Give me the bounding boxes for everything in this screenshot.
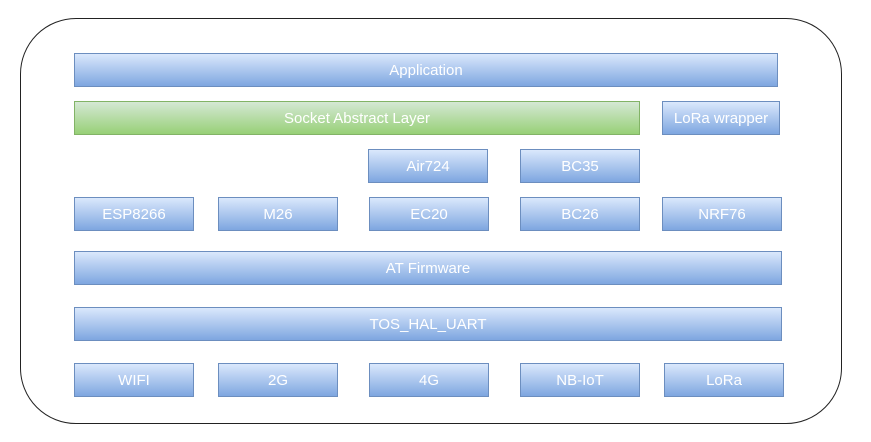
module-nrf76: NRF76 [662, 197, 782, 231]
network-wifi: WIFI [74, 363, 194, 397]
socket-abstract-layer: Socket Abstract Layer [74, 101, 640, 135]
lora-wrapper-layer: LoRa wrapper [662, 101, 780, 135]
module-ec20: EC20 [369, 197, 489, 231]
application-layer: Application [74, 53, 778, 87]
network-2g: 2G [218, 363, 338, 397]
network-nb-iot: NB-IoT [520, 363, 640, 397]
module-bc26: BC26 [520, 197, 640, 231]
network-4g: 4G [369, 363, 489, 397]
module-m26: M26 [218, 197, 338, 231]
network-lora: LoRa [664, 363, 784, 397]
tos-hal-uart-layer: TOS_HAL_UART [74, 307, 782, 341]
module-bc35: BC35 [520, 149, 640, 183]
module-esp8266: ESP8266 [74, 197, 194, 231]
module-air724: Air724 [368, 149, 488, 183]
at-firmware-layer: AT Firmware [74, 251, 782, 285]
